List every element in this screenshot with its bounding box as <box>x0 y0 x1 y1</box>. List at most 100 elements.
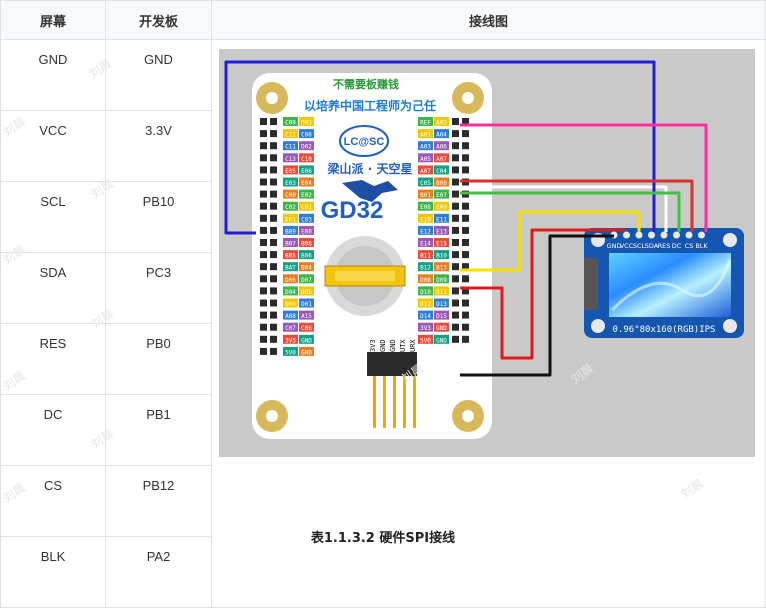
left-header-label-bg <box>283 177 298 187</box>
board-pin-cell: PA2 <box>105 536 212 608</box>
left-header-label: C01 <box>301 204 312 211</box>
right-header-label: A05 <box>420 156 431 163</box>
board-pin-cell: PB1 <box>105 394 212 466</box>
left-header-label: C08 <box>301 132 312 139</box>
left-header-label: B04 <box>301 265 312 272</box>
right-header-label: E13 <box>436 228 447 235</box>
wire-dc <box>460 191 681 232</box>
right-header-pin <box>452 275 459 283</box>
left-header-label: C09 <box>285 120 296 127</box>
lcd-wallpaper-icon <box>610 259 732 312</box>
left-header-label-bg <box>283 225 298 235</box>
screen-pin-cell: BLK <box>0 536 106 608</box>
right-header-label: A04 <box>436 132 447 139</box>
right-header-label-bg <box>434 153 449 163</box>
left-header-label: D06 <box>285 277 296 284</box>
left-header-pin <box>270 226 277 234</box>
left-header-pin <box>260 323 267 331</box>
left-header-pin <box>270 323 277 331</box>
right-header-label-bg <box>434 298 449 308</box>
right-header-pin <box>462 263 469 271</box>
left-header-pin <box>260 142 267 150</box>
table-row: SDA PC3 <box>0 252 766 324</box>
bottom-header-label: GND <box>389 339 397 352</box>
left-header-label: D04 <box>285 289 296 296</box>
lcd-pin <box>635 231 643 239</box>
right-header-label: A02 <box>436 120 447 127</box>
right-header-label: E12 <box>420 228 431 235</box>
left-header-label: GND <box>301 349 312 356</box>
table-row: CS PB12 <box>0 465 766 537</box>
right-header-pin <box>462 118 469 125</box>
left-header-pin <box>270 311 277 319</box>
screen-pin-cell: SDA <box>0 252 106 324</box>
right-header-pin <box>462 239 469 246</box>
left-header-label-bg <box>283 346 298 356</box>
right-header-label-bg <box>418 225 433 235</box>
bottom-header-pin <box>393 376 396 428</box>
wiring-diagram: 不需要板赚钱 以培养中国工程师为己任 LC@SC 梁山派 · 天空星 GD32 <box>219 49 755 457</box>
right-header-label-bg <box>418 165 433 175</box>
lcd-pin <box>673 231 680 239</box>
left-header-pin <box>270 275 277 283</box>
left-header-label: D05 <box>301 289 312 296</box>
left-header-label-bg <box>299 238 314 247</box>
left-header-pin <box>260 118 267 125</box>
left-header-pin <box>260 190 267 198</box>
wire-blk <box>224 60 656 235</box>
left-header-label-bg <box>283 201 298 211</box>
right-header-pin <box>452 154 459 162</box>
lcd-pin <box>648 231 655 239</box>
left-header-pin <box>270 130 277 138</box>
right-header-pin <box>452 130 459 138</box>
left-header-label: E02 <box>301 192 312 199</box>
left-header-label-bg <box>299 250 314 260</box>
left-header-label-bg <box>299 189 314 199</box>
wiring-diagram-cell: 不需要板赚钱 以培养中国工程师为己任 LC@SC 梁山派 · 天空星 GD32 <box>211 39 766 608</box>
left-header-label: E00 <box>301 228 312 235</box>
right-header-label-bg <box>418 238 433 247</box>
right-header-label-bg <box>434 286 449 296</box>
right-header-label-bg <box>418 250 433 260</box>
left-header-pin <box>270 214 277 222</box>
wire-vcc <box>460 228 626 360</box>
right-header-label-bg <box>434 189 449 199</box>
right-header-label-bg <box>418 189 433 199</box>
right-header-pin <box>452 323 459 331</box>
right-header-label-bg <box>434 129 449 139</box>
right-header-label-bg <box>418 129 433 139</box>
board-pin-cell: PC3 <box>105 252 212 324</box>
lcd-hole-br <box>723 319 737 333</box>
right-header-label-bg <box>434 250 449 260</box>
right-header-label: D15 <box>436 313 447 320</box>
left-header-label: 5V0 <box>285 349 296 356</box>
right-header-label: B12 <box>420 265 431 272</box>
right-header-label-bg <box>418 117 433 126</box>
left-header-label: B08 <box>301 241 312 248</box>
right-header-pin <box>452 287 459 295</box>
left-header-pin <box>270 190 277 198</box>
lcd-pin-label: SDA <box>645 242 659 250</box>
left-header-pin <box>260 311 267 319</box>
left-header-label-bg <box>299 322 314 332</box>
right-header-pin <box>462 130 469 138</box>
left-header-pin <box>270 251 277 259</box>
right-header-pin <box>462 299 469 307</box>
left-header-pin <box>260 226 267 234</box>
right-header-pin <box>452 335 459 343</box>
right-header-pin <box>452 226 459 234</box>
left-header-label: C07 <box>285 325 296 332</box>
lcd-pin-label: VCC <box>620 242 634 250</box>
wire-sda <box>460 185 668 232</box>
left-header-label: C06 <box>301 325 312 332</box>
left-header-pin <box>260 166 267 174</box>
header-screen: 屏幕 <box>0 0 106 40</box>
header-board: 开发板 <box>105 0 212 40</box>
right-header-label: B01 <box>420 192 431 199</box>
bottom-header-label: URX <box>409 339 417 352</box>
right-header-pin <box>462 287 469 295</box>
